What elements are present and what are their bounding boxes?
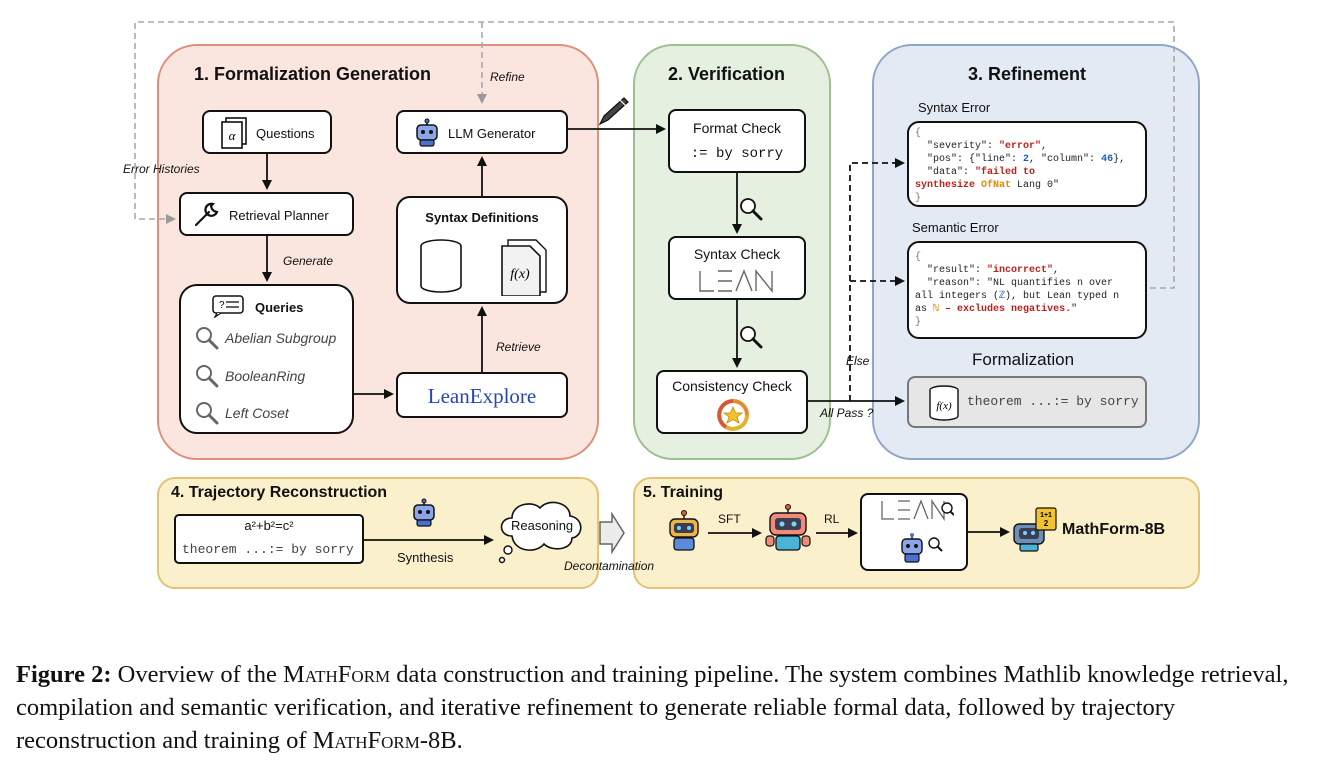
llm-generator-box: LLM Generator bbox=[396, 110, 568, 154]
lean-logo bbox=[699, 269, 773, 293]
verification-title: 2. Verification bbox=[668, 64, 786, 84]
query-label: BooleanRing bbox=[225, 368, 306, 384]
search-icon bbox=[196, 402, 219, 425]
formalization-output-title: Formalization bbox=[972, 350, 1075, 369]
retrieval-planner-label: Retrieval Planner bbox=[229, 208, 329, 223]
format-check-box: Format Check := by sorry bbox=[668, 109, 806, 173]
questions-box: α Questions bbox=[202, 110, 332, 154]
refinement-title: 3. Refinement bbox=[968, 64, 1087, 84]
lean-logo bbox=[881, 499, 954, 522]
rl-edge-label: RL bbox=[824, 512, 840, 526]
syntax-error-box: { "severity": "error", "pos": {"line": 2… bbox=[907, 121, 1147, 207]
else-to-syntax-error-arrow bbox=[849, 158, 905, 401]
semantic-error-json: { "result": "incorrect", "reason": "NL q… bbox=[915, 252, 1120, 328]
queries-title: Queries bbox=[255, 300, 304, 315]
caption-label: Figure 2: bbox=[16, 661, 112, 688]
robot-icon bbox=[416, 118, 438, 147]
svg-text:α: α bbox=[229, 128, 237, 143]
query-label: Abelian Subgroup bbox=[225, 330, 337, 346]
llm-generator-label: LLM Generator bbox=[448, 126, 536, 141]
reasoning-label: Reasoning bbox=[511, 518, 574, 533]
robot-icon bbox=[413, 498, 435, 527]
syntax-error-json: { "severity": "error", "pos": {"line": 2… bbox=[915, 128, 1126, 204]
training-title: 5. Training bbox=[643, 484, 724, 501]
syntax-definitions-box: Syntax Definitions f(x) bbox=[396, 196, 568, 304]
sft-edge-label: SFT bbox=[718, 512, 741, 526]
formalization-output-box: f(x) theorem ...:= by sorry bbox=[907, 376, 1147, 428]
consistency-check-label: Consistency Check bbox=[672, 378, 792, 394]
function-doc-icon: f(x) bbox=[501, 239, 547, 296]
svg-text:2: 2 bbox=[1044, 519, 1049, 528]
leanexplore-box: LeanExplore bbox=[396, 372, 568, 418]
svg-text:f(x): f(x) bbox=[936, 400, 952, 412]
queries-box: ? Queries Abelian Subgroup BooleanRing L… bbox=[179, 284, 354, 434]
generate-edge-label: Generate bbox=[283, 254, 334, 268]
magnifier-icon bbox=[740, 198, 763, 221]
mathform-model-icon: 1+1 2 bbox=[1013, 507, 1057, 552]
pen-icon bbox=[598, 97, 629, 126]
caption-text: data construction and training pipeline.… bbox=[16, 661, 1289, 754]
search-icon bbox=[196, 365, 219, 388]
svg-text:1+1: 1+1 bbox=[1040, 512, 1052, 519]
syntax-check-label: Syntax Check bbox=[693, 246, 781, 262]
leanexplore-logo: LeanExplore bbox=[427, 384, 537, 408]
caption-mathform: MathForm bbox=[282, 661, 391, 688]
decontamination-label: Decontamination bbox=[564, 559, 655, 573]
questions-label: Questions bbox=[256, 126, 315, 141]
consistency-cycle-icon bbox=[717, 399, 749, 431]
search-icon bbox=[196, 327, 219, 350]
syntax-check-box: Syntax Check bbox=[668, 236, 806, 300]
document-icon: α bbox=[221, 117, 247, 149]
caption-text: . bbox=[456, 727, 463, 754]
base-robot-icon bbox=[669, 510, 699, 551]
synthesis-edge-label: Synthesis bbox=[397, 550, 454, 565]
all-pass-edge-label: All Pass ? bbox=[820, 406, 874, 420]
svg-text:?: ? bbox=[219, 300, 225, 311]
else-edge-label: Else bbox=[846, 354, 870, 368]
rl-environment-box bbox=[860, 493, 968, 571]
sft-robot-icon bbox=[765, 504, 811, 551]
svg-text:f(x): f(x) bbox=[510, 267, 530, 282]
format-check-label: Format Check bbox=[693, 120, 781, 136]
semantic-error-box: { "result": "incorrect", "reason": "NL q… bbox=[907, 241, 1147, 339]
database-icon bbox=[420, 239, 462, 293]
syntax-error-title: Syntax Error bbox=[918, 100, 991, 115]
trajectory-example-box: a²+b²=c² theorem ...:= by sorry bbox=[174, 514, 364, 564]
wrench-icon bbox=[194, 202, 219, 227]
consistency-check-box: Consistency Check bbox=[656, 370, 808, 434]
format-code: := by sorry bbox=[690, 146, 784, 162]
caption-mathform-8b: MathForm-8B bbox=[312, 727, 457, 754]
formalization-title: 1. Formalization Generation bbox=[194, 64, 432, 84]
magnifier-icon bbox=[740, 326, 763, 349]
error-histories-edge-label: Error Histories bbox=[123, 162, 200, 176]
mathform-model-label: MathForm-8B bbox=[1062, 521, 1166, 538]
retrieval-planner-box: Retrieval Planner bbox=[179, 192, 354, 236]
semantic-error-title: Semantic Error bbox=[912, 220, 999, 235]
formalization-output-code: theorem ...:= by sorry bbox=[967, 394, 1139, 409]
trajectory-title: 4. Trajectory Reconstruction bbox=[171, 484, 388, 501]
equation-text: a²+b²=c² bbox=[244, 518, 294, 533]
syntax-definitions-label: Syntax Definitions bbox=[425, 210, 539, 225]
figure-caption: Figure 2: Overview of the MathForm data … bbox=[16, 658, 1316, 757]
retrieve-edge-label: Retrieve bbox=[496, 340, 541, 354]
caption-text: Overview of the bbox=[111, 661, 283, 688]
thought-cloud-icon bbox=[498, 501, 582, 564]
decontamination-arrow-icon bbox=[599, 512, 625, 554]
function-database-icon: f(x) bbox=[929, 385, 959, 421]
query-label: Left Coset bbox=[225, 405, 289, 421]
robot-search-icon bbox=[901, 533, 943, 563]
trajectory-code: theorem ...:= by sorry bbox=[182, 542, 354, 557]
error-histories-feedback bbox=[134, 21, 1175, 289]
refine-edge-label: Refine bbox=[490, 70, 525, 84]
chat-icon: ? bbox=[212, 295, 244, 318]
